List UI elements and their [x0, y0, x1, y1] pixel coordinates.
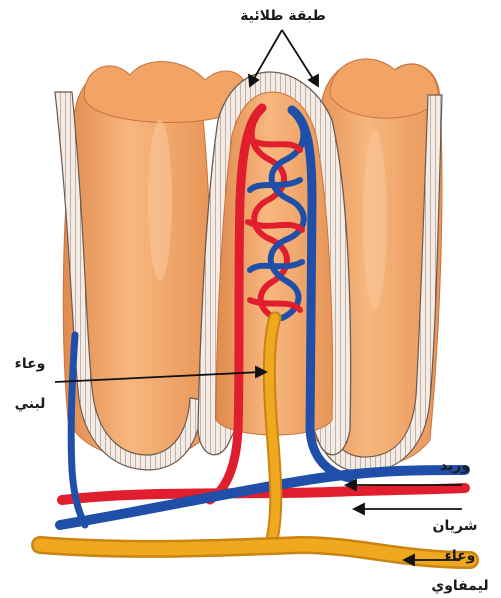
pointer-epithelium-right: [282, 30, 315, 82]
label-artery: شريان: [433, 518, 478, 534]
label-lacteal-1: وعاء: [15, 356, 46, 372]
label-epithelium: طبقة طلائية: [240, 8, 326, 24]
label-vein: وريد: [440, 458, 470, 474]
label-lymph-1: وعاء: [445, 548, 476, 564]
label-lymph-2: ليمفاوي: [431, 578, 488, 595]
label-lacteal-2: لبني: [15, 396, 46, 412]
right-villus-top: [330, 59, 438, 118]
